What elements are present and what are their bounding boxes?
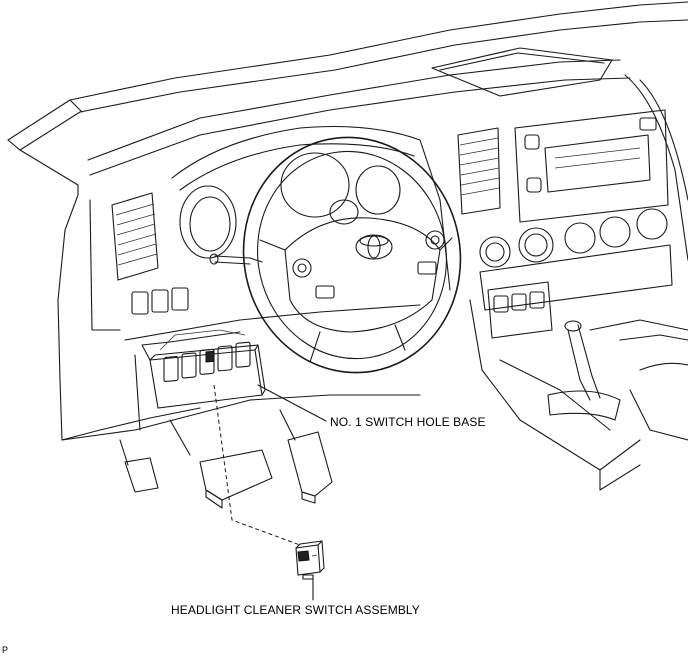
left-air-vent — [111, 192, 159, 281]
right-lower-panel — [619, 334, 688, 441]
climate-controls — [479, 208, 673, 311]
right-pillar — [624, 74, 688, 261]
audio-head-unit — [514, 109, 669, 223]
instrument-cluster — [171, 125, 451, 291]
pedals — [119, 409, 333, 509]
left-lower-switches — [131, 287, 189, 315]
leader-switch-hole-base — [257, 384, 327, 422]
turn-signal-stalk — [209, 253, 263, 265]
center-console — [469, 299, 688, 491]
left-dash-panel — [57, 194, 201, 441]
label-switch-hole-base: NO. 1 SWITCH HOLE BASE — [330, 415, 486, 429]
center-lower-switches — [487, 281, 553, 339]
steering-wheel — [242, 136, 462, 374]
dash-top-outline — [7, 1, 688, 196]
figure-code: P — [2, 645, 9, 655]
shift-lever — [547, 320, 621, 421]
dash-storage-lid — [431, 47, 613, 97]
headlight-cleaner-switch — [295, 540, 325, 580]
center-air-vent — [457, 127, 501, 215]
lower-dash — [61, 304, 421, 441]
install-path-dashed — [213, 384, 301, 546]
label-headlight-cleaner-switch: HEADLIGHT CLEANER SWITCH ASSEMBLY — [171, 603, 420, 617]
switch-hole-base — [141, 329, 266, 409]
